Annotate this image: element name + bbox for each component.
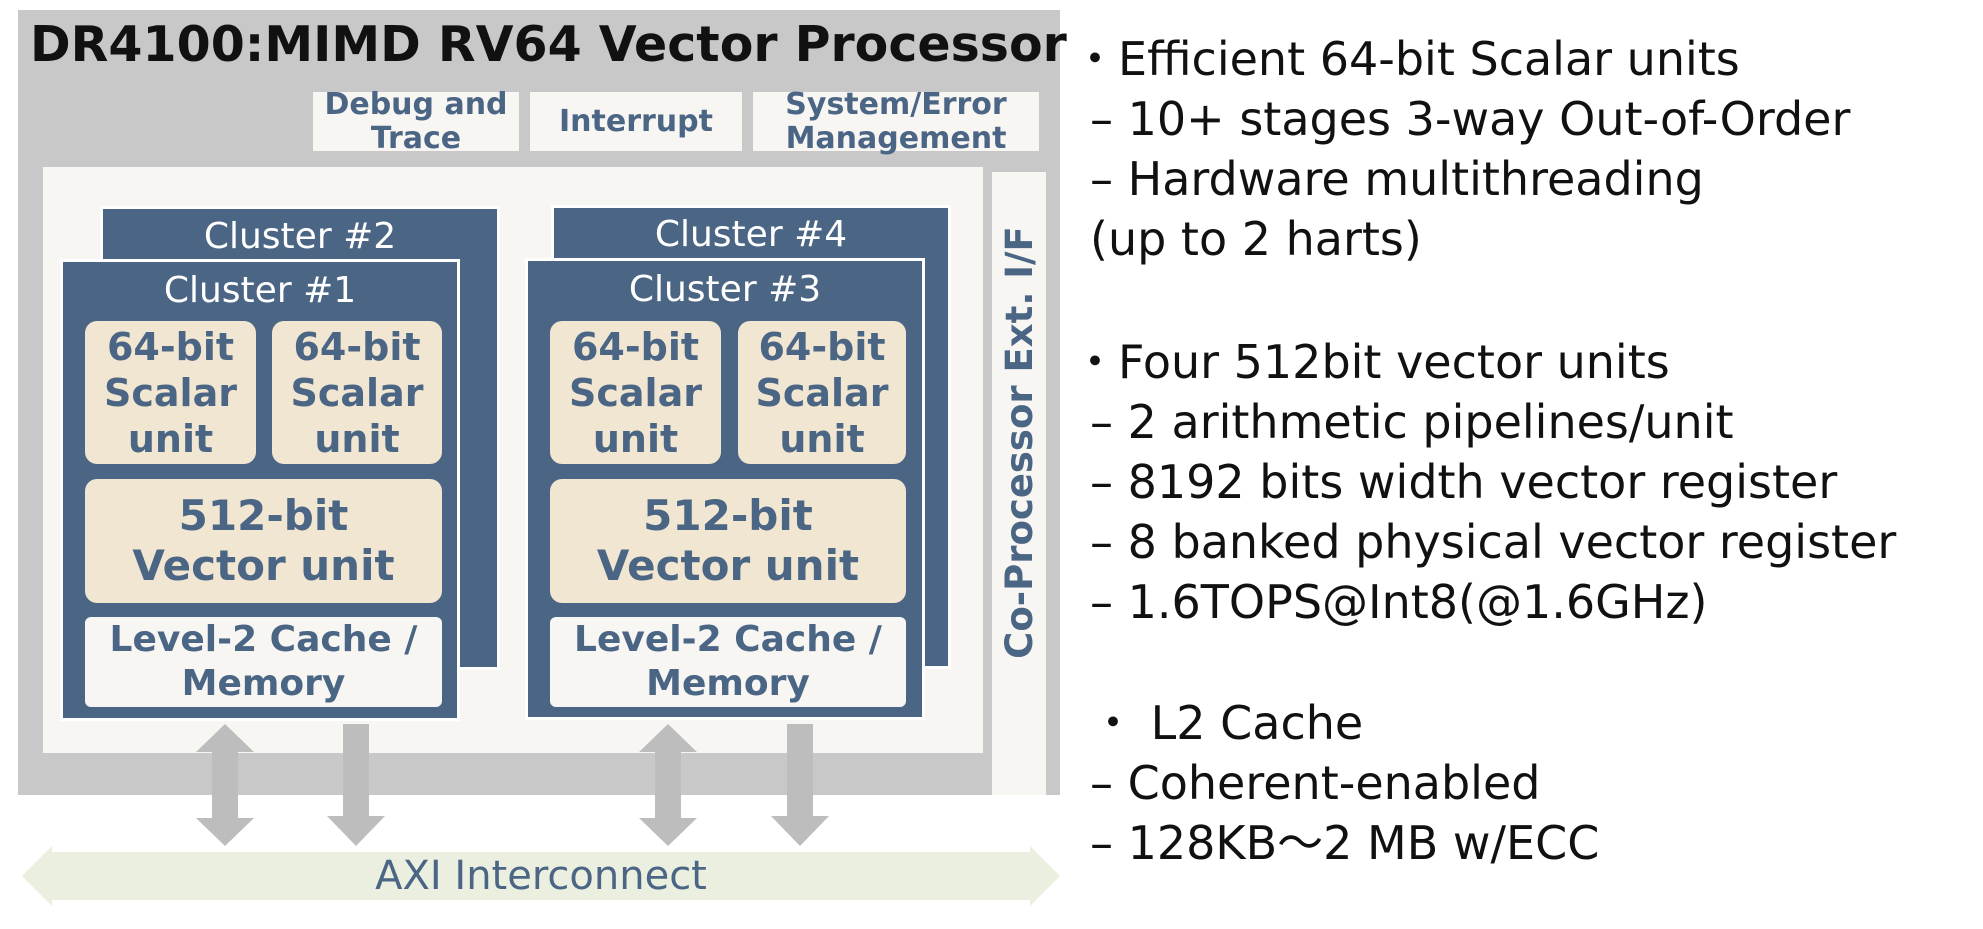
cluster-3-scalar-unit-a: 64-bit Scalar unit <box>550 321 721 464</box>
cluster-1-label: Cluster #1 <box>163 270 357 311</box>
diagram-title: DR4100:MIMD RV64 Vector Processor <box>30 16 1067 73</box>
feature-l2-heading: ・ L2 Cache <box>1090 696 1364 750</box>
cluster-1-scalar-unit-b: 64-bit Scalar unit <box>272 321 442 464</box>
feature-pipelines: – 2 arithmetic pipelines/unit <box>1090 395 1734 449</box>
feature-banked-register: – 8 banked physical vector register <box>1090 515 1897 569</box>
coprocessor-strip <box>992 172 1046 795</box>
cluster-3-label: Cluster #3 <box>628 269 822 310</box>
interrupt-box: Interrupt <box>530 92 742 151</box>
feature-vector-register-width: – 8192 bits width vector register <box>1090 455 1838 509</box>
feature-harts: (up to 2 harts) <box>1090 212 1422 266</box>
feature-tops: – 1.6TOPS@Int8(@1.6GHz) <box>1090 575 1708 629</box>
debug-trace-box: Debug and Trace <box>313 87 519 155</box>
bidirectional-arrow-1 <box>196 724 254 846</box>
cluster-3-vector-unit: 512-bit Vector unit <box>550 479 906 603</box>
feature-scalar-heading: ・Efficient 64-bit Scalar units <box>1072 32 1740 86</box>
cluster-3-scalar-unit-b: 64-bit Scalar unit <box>738 321 906 464</box>
feature-coherent: – Coherent-enabled <box>1090 756 1541 810</box>
cluster-2-label: Cluster #2 <box>203 216 397 257</box>
cluster-1-vector-unit: 512-bit Vector unit <box>85 479 442 603</box>
system-error-box: System/Error Management <box>753 87 1039 155</box>
cluster-4-label: Cluster #4 <box>654 214 848 255</box>
feature-ooo: – 10+ stages 3-way Out-of-Order <box>1090 92 1851 146</box>
feature-vector-heading: ・Four 512bit vector units <box>1072 335 1670 389</box>
down-arrow-2 <box>771 724 829 846</box>
axi-interconnect-label: AXI Interconnect <box>375 853 707 899</box>
cluster-1-scalar-unit-a: 64-bit Scalar unit <box>85 321 256 464</box>
cluster-1-l2-cache: Level-2 Cache / Memory <box>85 617 442 707</box>
bidirectional-arrow-2 <box>639 724 697 846</box>
axi-interconnect-arrow <box>22 846 1060 906</box>
cluster-3-l2-cache: Level-2 Cache / Memory <box>550 617 906 707</box>
feature-cache-size: – 128KB～2 MB w/ECC <box>1090 816 1600 870</box>
down-arrow-1 <box>327 724 385 846</box>
feature-multithreading: – Hardware multithreading <box>1090 152 1704 206</box>
